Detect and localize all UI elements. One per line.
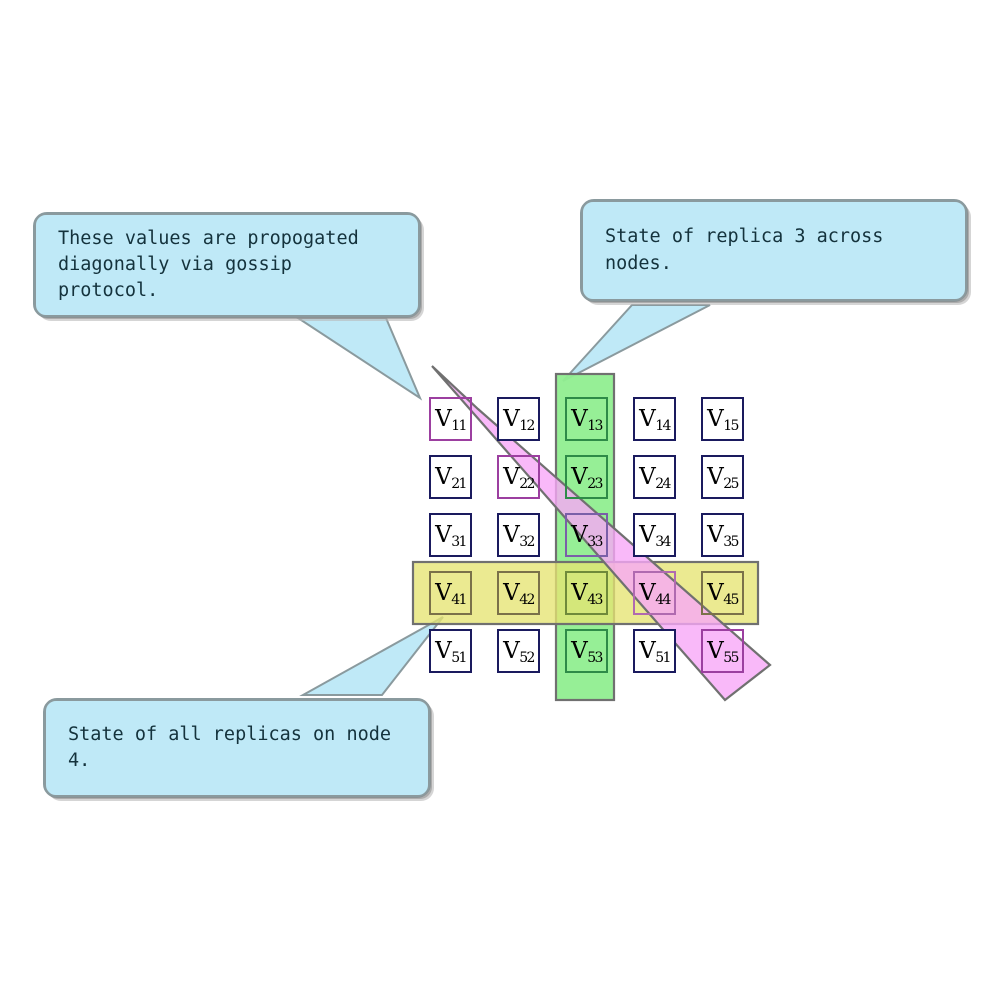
- callout-tail-replica3: [562, 304, 711, 382]
- callout-tail-node4: [299, 616, 444, 696]
- gossip-diagonal-band[interactable]: [431, 365, 772, 702]
- callout-gossip[interactable]: These values are propogated diagonally v…: [34, 213, 420, 317]
- callout-gossip-text: These values are propogated diagonally v…: [58, 227, 359, 302]
- callout-replica3-text: State of replica 3 across nodes.: [605, 226, 884, 274]
- callout-replica3[interactable]: State of replica 3 across nodes.: [581, 200, 967, 301]
- callout-node4-text: State of all replicas on node 4.: [68, 723, 392, 771]
- callout-node4[interactable]: State of all replicas on node 4.: [44, 699, 430, 797]
- callout-tail-gossip: [294, 317, 423, 401]
- callout-tails: [294, 304, 711, 696]
